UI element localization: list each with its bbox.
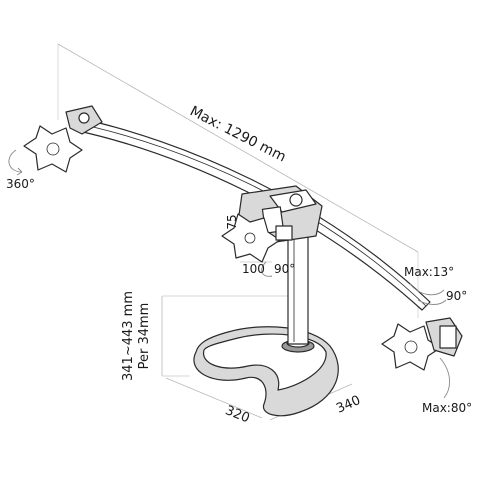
dimension-lines bbox=[57, 43, 419, 421]
height-range-label: 341~443 mm bbox=[121, 291, 136, 381]
base-depth-label: 340 bbox=[334, 393, 363, 417]
vesa-plate-left bbox=[23, 105, 103, 173]
crossbar bbox=[73, 117, 431, 311]
vesa-plate-right bbox=[381, 317, 463, 371]
vesa-plate-center bbox=[221, 213, 293, 263]
left-rotation-label: 360° bbox=[6, 177, 35, 191]
vesa-width-label: 100 bbox=[242, 262, 265, 276]
arm-length-label: Max: 1290 mm bbox=[187, 103, 288, 165]
base-width-label: 320 bbox=[223, 403, 252, 426]
right-tilt-label: Max:13° bbox=[404, 265, 454, 279]
desk-base bbox=[193, 326, 339, 417]
right-rotation-label: 90° bbox=[446, 289, 467, 303]
height-step-label: Per 34mm bbox=[137, 303, 152, 370]
center-rotation-label: 90° bbox=[274, 262, 295, 276]
support-pole bbox=[287, 223, 309, 345]
vesa-height-label: 75 bbox=[225, 214, 239, 229]
rotation-arcs bbox=[8, 149, 450, 399]
right-swivel-label: Max:80° bbox=[422, 401, 472, 415]
